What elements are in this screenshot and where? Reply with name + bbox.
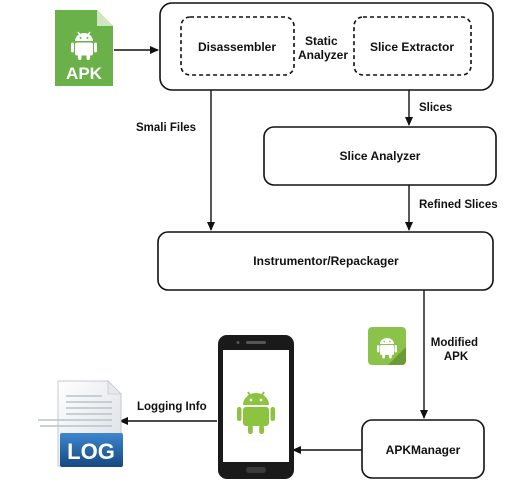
apk-manager-label: APKManager bbox=[386, 443, 461, 457]
static-analyzer-label-line2: Analyzer bbox=[298, 48, 348, 62]
apk-file-label: APK bbox=[66, 64, 103, 83]
edge-label-modified-apk-line2: APK bbox=[444, 351, 469, 363]
apk-manager-box bbox=[361, 419, 485, 479]
static-analyzer-label: Static Analyzer bbox=[298, 34, 348, 62]
apk-file-icon: APK bbox=[55, 10, 113, 86]
static-analyzer-label-line1: Static bbox=[305, 34, 338, 48]
android-robot-icon bbox=[71, 31, 97, 60]
disassembler-box bbox=[180, 16, 295, 76]
slice-analyzer-label: Slice Analyzer bbox=[340, 149, 421, 163]
edge-label-modified-apk: Modified APK bbox=[431, 337, 481, 363]
edge-label-refined-slices: Refined Slices bbox=[419, 199, 498, 211]
log-file-label: LOG bbox=[67, 439, 115, 464]
edge-label-modified-apk-line1: Modified bbox=[431, 337, 478, 349]
edge-label-smali-files: Smali Files bbox=[136, 122, 196, 134]
android-robot-icon bbox=[237, 391, 275, 434]
disassembler-label: Disassembler bbox=[198, 40, 276, 54]
log-file-icon: LOG bbox=[38, 380, 123, 467]
modified-apk-icon bbox=[368, 327, 406, 365]
slice-analyzer-box bbox=[263, 126, 497, 186]
slice-extractor-label: Slice Extractor bbox=[370, 40, 454, 54]
instrumentor-label: Instrumentor/Repackager bbox=[253, 254, 399, 268]
smartphone-icon bbox=[218, 335, 294, 479]
slice-extractor-box bbox=[353, 16, 472, 76]
edge-label-logging-info: Logging Info bbox=[137, 401, 207, 413]
edge-label-slices: Slices bbox=[419, 102, 452, 114]
android-robot-icon bbox=[377, 338, 397, 359]
instrumentor-box bbox=[157, 231, 494, 291]
